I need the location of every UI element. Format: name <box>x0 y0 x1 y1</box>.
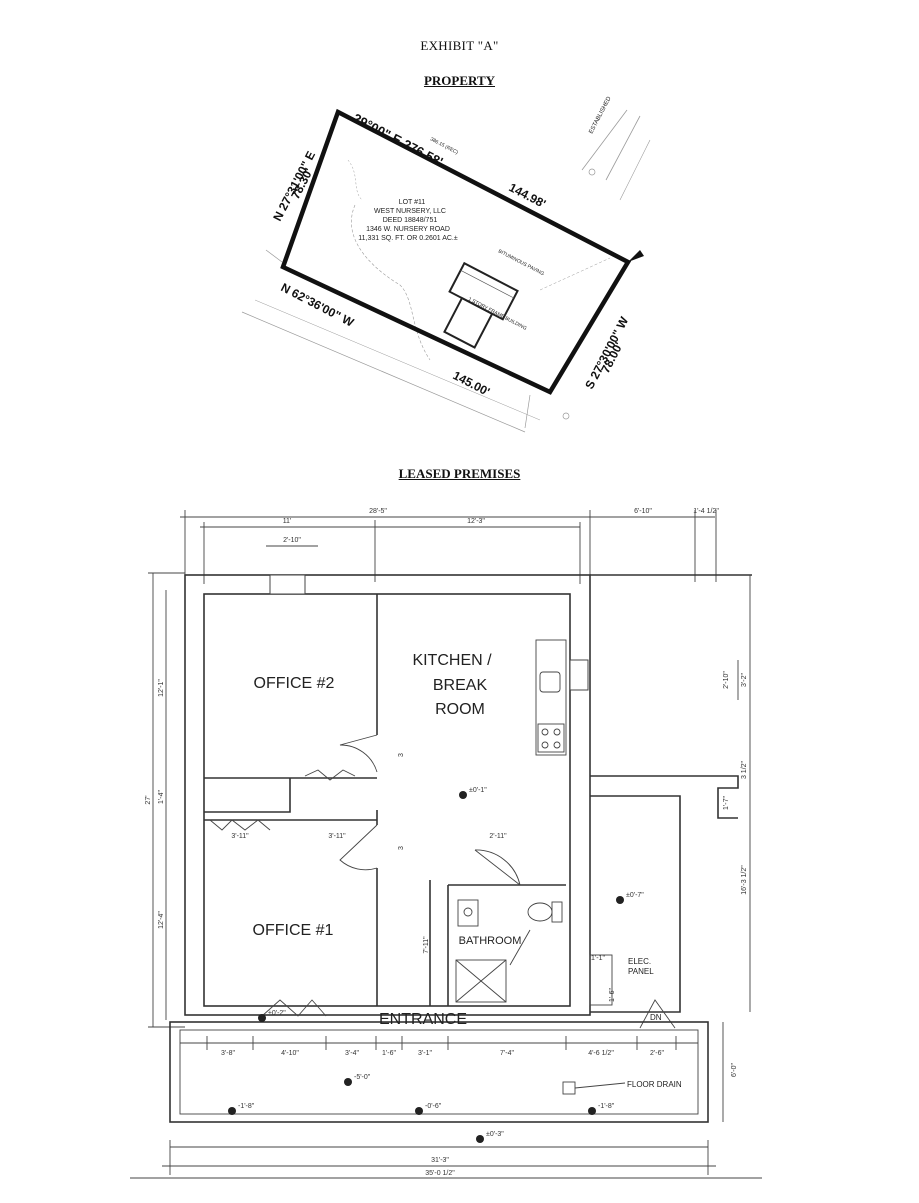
dim-left-mid: 1'-4" <box>158 790 165 804</box>
room-kitchen-line-1: KITCHEN / <box>412 652 492 669</box>
bottom-dimension-ticks <box>206 1036 677 1050</box>
dim-right-step: 1'-7" <box>723 796 730 810</box>
interior-walls <box>204 594 566 1006</box>
dim-bath-door: 2'-11" <box>489 833 507 840</box>
stove <box>537 723 565 753</box>
door-swings <box>209 734 676 1029</box>
dim-left-upper: 12'-1" <box>158 679 165 697</box>
lot-line-2: WEST NURSERY, LLC <box>374 208 446 215</box>
fixtures <box>457 639 626 1095</box>
dim-right-lower: 16'-3 1/2" <box>741 865 748 895</box>
dim-hall: 7'-11" <box>423 936 430 954</box>
dist-top-inner-label: 144.98' <box>507 180 549 211</box>
dim-elec-2: 1'-6" <box>609 988 616 1002</box>
dim-bot-4: 1'-6" <box>382 1050 396 1057</box>
floor-drain <box>562 1081 576 1095</box>
entrance-porch <box>130 1021 762 1179</box>
elev-step-2: -0'-6" <box>425 1103 442 1110</box>
bathroom-sink <box>457 899 479 927</box>
dim-bot-5: 3'-1" <box>418 1050 432 1057</box>
corner-marker <box>628 250 644 262</box>
lot-line-5: 11,331 SQ. FT. OR 0.2601 AC.± <box>358 235 458 242</box>
corner-stamp: ESTABLISHED <box>588 95 613 135</box>
top-dimension-lines <box>180 510 717 584</box>
room-office-2: OFFICE #2 <box>254 675 335 692</box>
room-elec-line-2: PANEL <box>628 967 654 976</box>
dim-top-right: 12'-3" <box>467 518 485 525</box>
dim-right-upper: 3'-2" <box>741 673 748 687</box>
dim-closet-2: 3'-11" <box>328 833 346 840</box>
dim-right-porch: 6'-0" <box>731 1063 738 1077</box>
paving-note: BITUMINOUS PAVING <box>497 248 545 277</box>
dim-bot-1: 3'-8" <box>221 1050 235 1057</box>
property-survey-plat: 29°00" E 276.58' 386.15 (REC) 144.98' N … <box>241 95 651 433</box>
dim-bot-3: 3'-4" <box>345 1050 359 1057</box>
lot-description: LOT #11 WEST NURSERY, LLC DEED 18848/751… <box>358 199 458 242</box>
dim-left-overall: 27' <box>145 795 152 804</box>
exhibit-label: EXHIBIT "A" <box>420 38 499 53</box>
dim-right-wall: 3 1/2" <box>741 760 748 779</box>
dim-top-annex: 6'-10" <box>634 508 652 515</box>
elev-entry: ±0'-2" <box>268 1010 286 1017</box>
lot-boundary <box>280 108 632 395</box>
elev-step-1: -1'-8" <box>238 1103 255 1110</box>
dim-top-left: 11' <box>283 518 292 525</box>
dim-right-window: 2'-10" <box>723 671 730 689</box>
exterior-walls <box>184 574 752 1016</box>
room-bathroom: BATHROOM <box>459 935 522 947</box>
lot-line-1: LOT #11 <box>399 199 426 206</box>
elev-kitchen: ±0'-1" <box>469 787 487 794</box>
room-office-1: OFFICE #1 <box>253 922 334 939</box>
toilet <box>527 902 553 922</box>
dim-top-overall: 28'-5" <box>369 508 387 515</box>
elev-annex: ±0'-7" <box>626 892 644 899</box>
dim-door-2: 3 <box>398 846 405 850</box>
floor-drain-label: FLOOR DRAIN <box>627 1080 682 1089</box>
elev-bottom: ±0'-3" <box>486 1131 504 1138</box>
right-dimension-lines <box>737 575 751 1012</box>
room-kitchen-line-2: BREAK <box>433 677 488 694</box>
dim-bot-overall-2: 35'-0 1/2" <box>425 1170 455 1177</box>
dim-closet-1: 3'-11" <box>231 833 249 840</box>
dim-top-annex-small: 1'-4 1/2" <box>693 508 719 515</box>
room-entrance: ENTRANCE <box>379 1011 467 1028</box>
elevation-markers <box>228 791 624 1143</box>
dim-bot-overall-1: 31'-3" <box>431 1157 449 1164</box>
elev-porch: -5'-0" <box>354 1074 371 1081</box>
dim-bot-2: 4'-10" <box>281 1050 299 1057</box>
leased-premises-heading: LEASED PREMISES <box>398 466 521 481</box>
dim-top-window: 2'-10" <box>283 537 301 544</box>
electrical-panel <box>589 954 613 1006</box>
dim-door-1: 3 <box>398 753 405 757</box>
property-heading: PROPERTY <box>423 73 496 88</box>
building-footprint <box>443 261 519 349</box>
bearing-bottom-label: N 62°36'00" W <box>279 280 357 330</box>
dist-bottom-label: 145.00' <box>451 368 493 399</box>
lot-line-3: DEED 18848/751 <box>383 217 438 224</box>
dim-elec-1: 1'-1" <box>591 955 605 962</box>
lot-line-4: 1346 W. NURSERY ROAD <box>366 226 450 233</box>
kitchen-sink <box>539 671 561 693</box>
building-note: 1 STORY FRAME BUILDING <box>467 296 528 331</box>
room-elec-line-1: ELEC. <box>628 957 651 966</box>
left-dimension-lines <box>148 572 185 1028</box>
dim-left-lower: 12'-4" <box>158 911 165 929</box>
stair-down-label: DN <box>650 1013 662 1022</box>
dim-bot-7: 4'-6 1/2" <box>588 1050 614 1057</box>
dim-bot-6: 7'-4" <box>500 1050 514 1057</box>
dim-bot-8: 2'-6" <box>650 1050 664 1057</box>
elev-step-3: -1'-8" <box>598 1103 615 1110</box>
room-kitchen-line-3: ROOM <box>435 701 485 718</box>
